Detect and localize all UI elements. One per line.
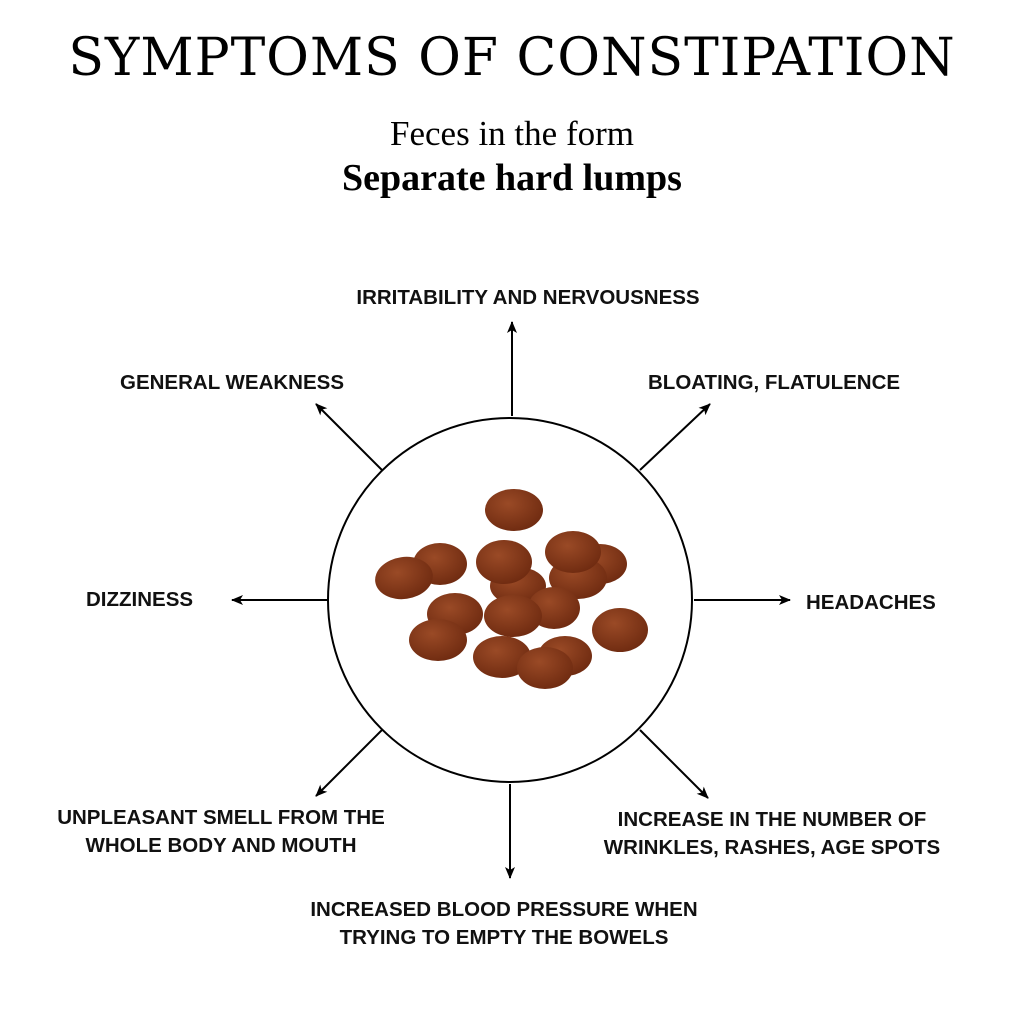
lump bbox=[375, 556, 433, 600]
lump bbox=[476, 540, 532, 584]
lump bbox=[473, 636, 531, 678]
symptom-top: IRRITABILITY AND NERVOUSNESS bbox=[356, 286, 700, 309]
symptom-left: DIZZINESS bbox=[86, 588, 194, 611]
symptom-bottom-right-line1: INCREASE IN THE NUMBER OF bbox=[617, 808, 927, 831]
lump bbox=[484, 595, 542, 637]
arrow-bottom-left bbox=[315, 729, 383, 797]
lump bbox=[545, 531, 601, 573]
lump bbox=[517, 647, 573, 689]
arrow-bottom-right bbox=[639, 729, 709, 799]
symptom-bottom-right: INCREASE IN THE NUMBER OF WRINKLES, RASH… bbox=[566, 806, 978, 862]
symptom-bottom-left-line1: UNPLEASANT SMELL FROM THE bbox=[57, 806, 385, 829]
symptom-bottom-line2: TRYING TO EMPTY THE BOWELS bbox=[339, 926, 669, 949]
arrow-top-right bbox=[639, 403, 711, 471]
lump bbox=[592, 608, 648, 652]
symptom-bottom-right-line2: WRINKLES, RASHES, AGE SPOTS bbox=[603, 836, 941, 859]
symptom-bottom-left-line2: WHOLE BODY AND MOUTH bbox=[85, 834, 357, 857]
symptom-bottom: INCREASED BLOOD PRESSURE WHEN TRYING TO … bbox=[252, 896, 756, 952]
lump bbox=[409, 619, 467, 661]
diagram-subtitle: Feces in the form bbox=[390, 114, 634, 153]
symptom-right: HEADACHES bbox=[806, 591, 936, 614]
lump bbox=[485, 489, 543, 531]
diagram-subtitle-bold: Separate hard lumps bbox=[342, 157, 682, 199]
hard-lumps bbox=[375, 489, 648, 689]
symptom-bottom-left: UNPLEASANT SMELL FROM THE WHOLE BODY AND… bbox=[20, 804, 422, 860]
symptom-bottom-line1: INCREASED BLOOD PRESSURE WHEN bbox=[310, 898, 698, 921]
symptom-top-right: BLOATING, FLATULENCE bbox=[648, 371, 901, 394]
symptom-top-left: GENERAL WEAKNESS bbox=[120, 371, 345, 394]
arrow-top-left bbox=[315, 403, 383, 471]
diagram-title: SYMPTOMS OF CONSTIPATION bbox=[68, 28, 956, 88]
